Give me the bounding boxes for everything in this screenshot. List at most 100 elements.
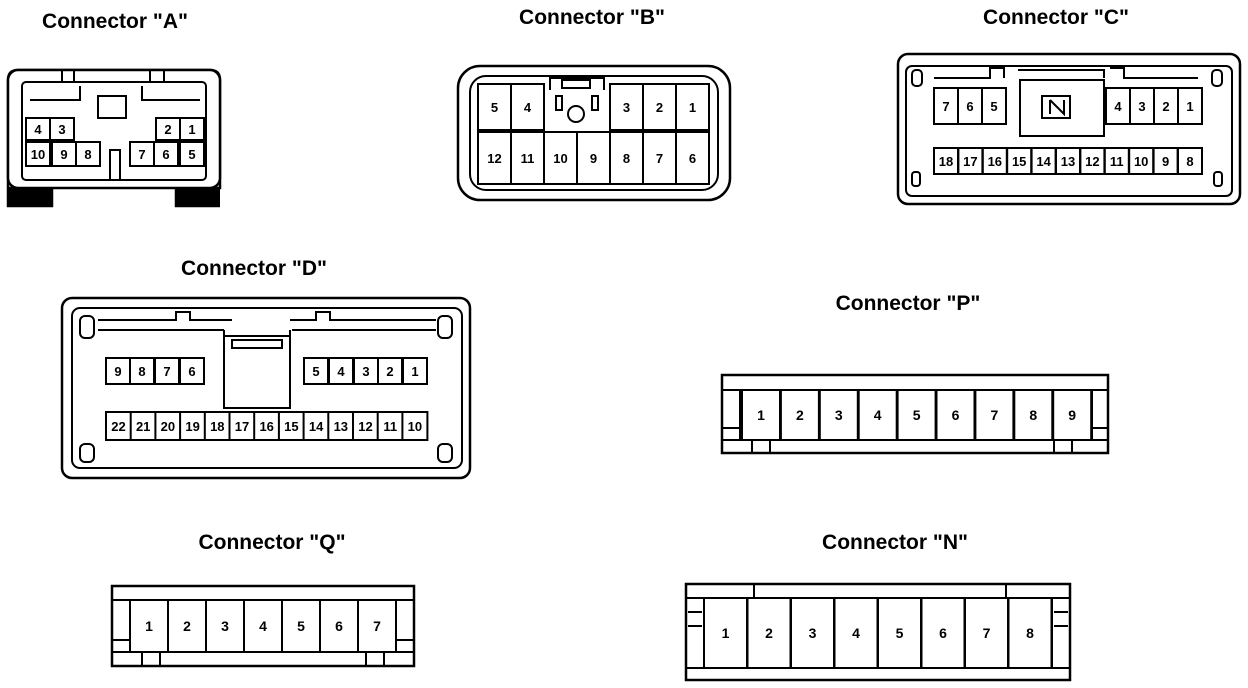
pin-cavity — [277, 411, 305, 441]
pin-number: 2 — [656, 100, 663, 115]
pin-cell: 14 — [1030, 147, 1057, 175]
pin-cell: 9 — [576, 131, 611, 185]
pin-number: 8 — [1186, 154, 1193, 169]
pin-number: 8 — [1026, 625, 1034, 641]
pin-cell: 7 — [964, 597, 1009, 669]
pin-cell: 4 — [328, 357, 354, 385]
pin-cell: 1 — [402, 357, 428, 385]
pin-number: 7 — [163, 364, 170, 379]
pin-cavity — [281, 599, 321, 653]
pin-cavity — [357, 599, 397, 653]
pin-cell: 18 — [933, 147, 959, 175]
pin-cell: 4 — [510, 83, 545, 131]
pin-cavity — [253, 411, 281, 441]
pin-cavity — [105, 411, 132, 441]
pin-number: 3 — [58, 122, 65, 137]
pin-number: 6 — [952, 407, 960, 423]
pin-cell: 2 — [746, 597, 792, 669]
pin-number: 16 — [259, 419, 273, 434]
pin-number: 15 — [284, 419, 298, 434]
pin-number: 17 — [963, 154, 977, 169]
pin-cavity — [129, 141, 155, 167]
pin-number: 22 — [111, 419, 125, 434]
pin-cavity — [642, 131, 677, 185]
pin-cell: 1 — [675, 83, 710, 131]
pin-number: 5 — [297, 618, 305, 634]
pin-cell: 5 — [477, 83, 512, 131]
pin-number: 3 — [835, 407, 843, 423]
connector-c-title: Connector "C" — [983, 6, 1129, 29]
pin-number: 11 — [383, 419, 397, 434]
pin-cavity — [1129, 87, 1155, 125]
pin-number: 4 — [259, 618, 267, 634]
pin-cavity — [981, 87, 1007, 125]
pin-number: 1 — [1186, 99, 1193, 114]
pin-cell: 13 — [1055, 147, 1081, 175]
pin-number: 4 — [852, 625, 860, 641]
pin-cavity — [510, 131, 545, 185]
connector-b-title: Connector "B" — [519, 6, 665, 29]
pin-cell: 2 — [1153, 87, 1179, 125]
pin-cell: 6 — [153, 141, 179, 167]
pin-cell: 9 — [1152, 147, 1179, 175]
connector-p-title: Connector "P" — [836, 292, 981, 315]
pin-number: 17 — [235, 419, 249, 434]
pin-number: 7 — [656, 151, 663, 166]
pin-cell: 9 — [51, 141, 77, 167]
pin-number: 4 — [524, 100, 532, 115]
pin-cavity — [376, 411, 404, 441]
connector-b-key-hole — [567, 105, 585, 123]
pin-cell: 1 — [179, 117, 205, 141]
connector-b-latch — [549, 77, 605, 90]
pin-cavity — [1177, 147, 1203, 175]
pin-cell: 3 — [609, 83, 644, 131]
pin-cell: 17 — [228, 411, 256, 441]
pin-number: 6 — [939, 625, 947, 641]
pin-cell: 4 — [25, 117, 51, 141]
pin-number: 10 — [408, 419, 422, 434]
pin-cell: 6 — [957, 87, 983, 125]
pin-cell: 10 — [1128, 147, 1155, 175]
pin-cell: 7 — [642, 131, 677, 185]
pin-cavity — [920, 597, 966, 669]
pin-number: 7 — [138, 147, 145, 162]
pin-cavity — [790, 597, 835, 669]
pin-cavity — [105, 357, 131, 385]
pin-cavity — [303, 357, 329, 385]
pin-cavity — [857, 389, 898, 441]
pin-cell: 1 — [1177, 87, 1203, 125]
pin-cell: 3 — [353, 357, 379, 385]
pin-number: 10 — [1134, 154, 1148, 169]
pin-cell: 2 — [642, 83, 677, 131]
pin-number: 6 — [162, 147, 169, 162]
pin-number: 18 — [210, 419, 224, 434]
pin-cavity — [203, 411, 231, 441]
pin-cavity — [642, 83, 677, 131]
pin-number: 8 — [1029, 407, 1037, 423]
pin-cavity — [228, 411, 256, 441]
pin-cell: 2 — [167, 599, 207, 653]
pin-cell: 6 — [179, 357, 205, 385]
pin-cell: 8 — [1007, 597, 1053, 669]
pin-cell: 5 — [981, 87, 1007, 125]
pin-cavity — [675, 131, 710, 185]
pin-number: 8 — [623, 151, 630, 166]
pin-cell: 6 — [920, 597, 966, 669]
pin-number: 18 — [939, 154, 953, 169]
connector-c-housing — [896, 52, 1242, 206]
pin-cell: 4 — [833, 597, 879, 669]
pin-number: 4 — [337, 364, 345, 379]
pin-cell: 11 — [1103, 147, 1130, 175]
pin-number: 6 — [689, 151, 696, 166]
pin-number: 5 — [990, 99, 997, 114]
pin-cell: 10 — [401, 411, 429, 441]
pin-number: 1 — [757, 407, 765, 423]
pin-cavity — [1052, 389, 1093, 441]
pin-cavity — [877, 597, 922, 669]
